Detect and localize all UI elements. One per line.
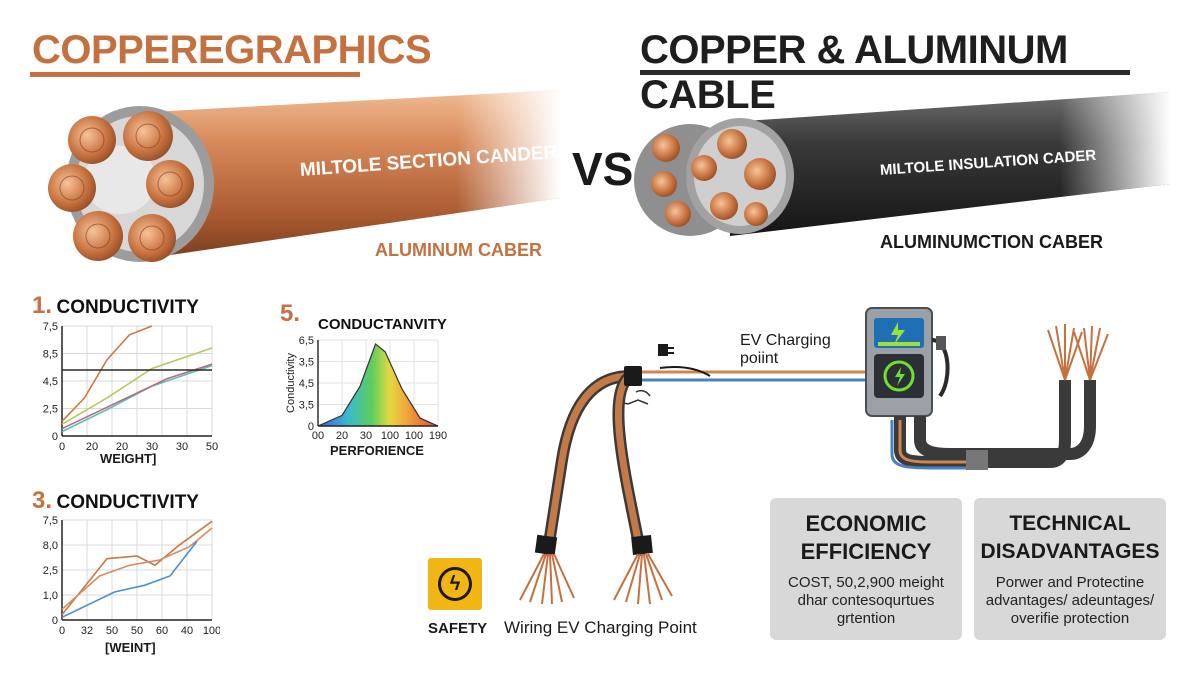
card-title: TECHNICAL DISADVANTAGES [980, 512, 1160, 563]
y-tick-label: 0 [52, 431, 58, 443]
chart-1-number: 1. [32, 292, 53, 319]
right-title-underline [640, 70, 1130, 75]
chart-1-header: 1. CONDUCTIVITY [32, 292, 199, 320]
frayed-wire-ends-left [519, 553, 673, 605]
x-tick-label: 20 [336, 430, 348, 442]
series-line [61, 364, 213, 433]
y-tick-label: 0 [308, 421, 314, 433]
chart-5-xlabel: PERFORIENCE [330, 443, 424, 458]
economic-efficiency-card: ECONOMIC EFFICIENCY COST, 50,2,900 meigh… [770, 498, 962, 640]
aluminum-caption: ALUMINUMCTION CABER [880, 232, 1103, 252]
x-tick-label: 20 [116, 441, 128, 453]
lightning-icon: ϟ [438, 567, 472, 601]
chart-3-header: 3. CONDUCTIVITY [32, 487, 199, 515]
x-tick-label: 00 [312, 430, 324, 442]
ev-wiring-diagram [519, 307, 1109, 605]
x-tick-label: 100 [381, 430, 399, 442]
chart-3-number: 3. [32, 487, 53, 514]
y-tick-label: 7,5 [43, 321, 58, 333]
chart-1-xlabel: WEIGHT] [100, 451, 157, 466]
y-tick-label: 6,5 [299, 335, 314, 347]
ev-charging-station [865, 307, 950, 417]
x-tick-label: 40 [181, 625, 193, 637]
y-tick-label: 3,5 [299, 357, 314, 369]
x-tick-label: 60 [156, 625, 168, 637]
chart-1-title: CONDUCTIVITY [56, 297, 199, 318]
y-tick-label: 2,5 [43, 565, 58, 577]
x-tick-label: 30 [176, 441, 188, 453]
wiring-label: Wiring EV Charging Point [504, 618, 697, 637]
y-tick-label: 8,5 [43, 349, 58, 361]
series-line [61, 520, 213, 616]
frayed-wire-ends-right [1047, 324, 1109, 381]
left-title-underline [30, 72, 360, 77]
copper-cable-illustration [48, 90, 560, 262]
x-tick-label: 20 [86, 441, 98, 453]
copper-caption: ALUMINUM CABER [375, 240, 542, 260]
series-line [61, 325, 153, 422]
chart-5-number: 5. [280, 300, 301, 327]
card-body: COST, 50,2,900 meight dhar contesoqurtue… [788, 574, 944, 627]
y-axis-label: Conductivity [285, 353, 297, 413]
x-tick-label: 190 [429, 430, 447, 442]
chart-3-xlabel: [WEINT] [105, 640, 156, 655]
y-tick-label: 2,5 [43, 404, 58, 416]
chart-3-title: CONDUCTIVITY [56, 492, 199, 513]
chart-5-title: CONDUCTANVITY [318, 316, 447, 333]
x-tick-label: 0 [59, 441, 65, 453]
card-body: Porwer and Protectine advantages/ adeunt… [985, 574, 1155, 627]
safety-badge: ϟ [428, 558, 482, 610]
x-tick-label: 30 [146, 441, 158, 453]
y-tick-label: 8,0 [43, 540, 58, 552]
x-tick-label: 50 [206, 441, 218, 453]
vs-label: VS [572, 143, 634, 195]
technical-disadvantages-card: TECHNICAL DISADVANTAGES Porwer and Prote… [974, 498, 1166, 640]
ev-charging-label: EV Charging poiint [740, 332, 831, 367]
x-tick-label: 32 [81, 625, 93, 637]
y-tick-label: 1,0 [43, 590, 58, 602]
chart-1-plot: 7,5 8,5 4,5 2,5 00 20 20 30 30 50 [43, 321, 218, 453]
aluminum-cable-illustration [634, 92, 1170, 236]
series-line [61, 363, 213, 430]
left-title: COPPEREGRAPHICS [32, 28, 432, 72]
bell-curve-outline [317, 343, 439, 427]
chart-3-plot: 7,5 8,0 2,5 1,0 00 32 50 50 60 40 100 [43, 515, 220, 637]
safety-label: SAFETY [428, 620, 488, 637]
x-tick-label: 30 [360, 430, 372, 442]
y-tick-label: 7,5 [43, 515, 58, 527]
x-tick-label: 0 [59, 625, 65, 637]
y-tick-label: 0 [52, 615, 58, 627]
y-tick-label: 3,5 [299, 400, 314, 412]
aluminum-strand-bundles [651, 129, 776, 227]
bell-curve-area [318, 344, 438, 426]
copper-strand-bundles [48, 111, 194, 262]
y-tick-label: 4,5 [299, 378, 314, 390]
series-line [61, 347, 213, 425]
plug-icon [658, 344, 674, 356]
y-tick-label: 4,5 [43, 376, 58, 388]
card-title: ECONOMIC EFFICIENCY [800, 511, 932, 564]
chart-5-plot: 6,5 3,5 4,5 3,5 000 20 30 100 100 190 Conductivity [285, 335, 447, 442]
x-tick-label: 100 [405, 430, 423, 442]
series-line [61, 527, 213, 610]
series-line [61, 540, 198, 619]
x-tick-label: 50 [131, 625, 143, 637]
right-title: COPPER & ALUMINUM CABLE [640, 28, 1068, 117]
x-tick-label: 50 [106, 625, 118, 637]
x-tick-label: 100 [203, 625, 220, 637]
